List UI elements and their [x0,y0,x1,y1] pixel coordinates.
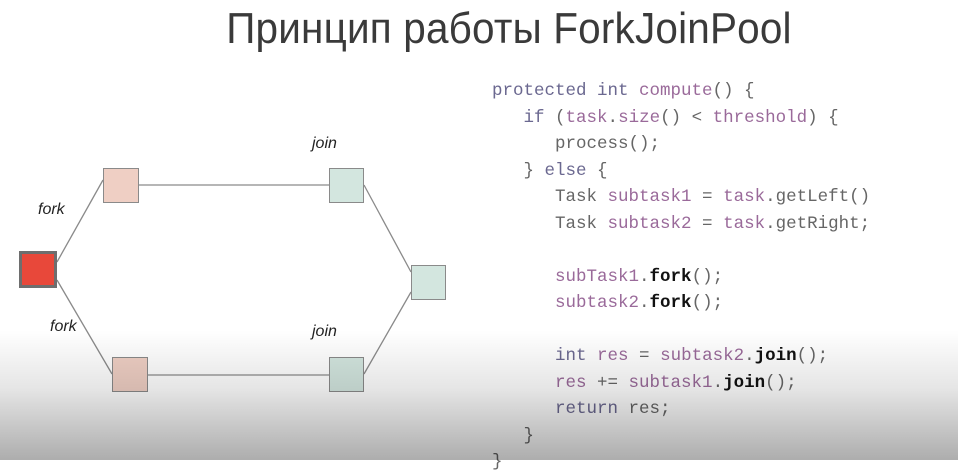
code-token: compute [639,81,713,101]
code-token: subtask2 [607,213,692,234]
code-line: process(); [492,131,870,158]
diagram-edges [56,179,412,376]
code-token: return [492,399,629,419]
code-line [492,317,870,344]
code-line: subtask2.fork(); [492,290,870,317]
code-token: subtask2 [660,346,745,366]
join-bottom-node [329,357,364,392]
code-token: subtask2 [555,293,640,313]
code-token: subtask1 [628,372,713,393]
code-token: threshold [712,107,808,128]
subtask-top-node [103,168,139,203]
code-token: else [544,160,587,181]
code-line: res += subtask1.join(); [492,370,870,397]
slide-title: Принцип работы ForkJoinPool [226,4,792,53]
join-label-bottom: join [312,323,337,340]
code-token: protected int [492,81,640,101]
code-line: } [492,449,870,476]
code-token: .getLeft() [765,187,871,207]
code-token: subtask1 [607,187,692,207]
code-line: return res; [492,396,870,423]
code-token: join [723,372,766,393]
code-token: task [565,107,608,128]
code-token: { [586,160,608,181]
code-token: ( [555,107,566,128]
subtask-bottom-node [112,357,148,392]
fork-label-bottom: fork [50,318,77,335]
code-token: = [691,213,724,234]
code-token: . [712,372,724,393]
code-token: res [597,346,629,366]
code-line: } [492,423,870,450]
code-token: fork [649,293,692,313]
code-token [492,293,555,313]
code-token: subTask1 [555,266,640,287]
code-token: . [639,293,650,313]
code-line [492,237,870,264]
code-block: protected int compute() { if (task.size(… [492,78,870,476]
code-line: subTask1.fork(); [492,264,870,291]
code-line: Task subtask2 = task.getRight; [492,211,870,238]
code-token: .getRight; [765,213,871,234]
code-token: if [492,107,556,128]
code-token: (); [796,346,829,366]
code-token: . [607,107,619,128]
code-token: (); [765,372,797,393]
code-token: } [492,452,503,472]
code-token: () { [712,81,755,101]
code-token: process(); [492,134,661,154]
edge-join-top-to-result [363,184,412,273]
code-token: Task [492,213,608,234]
code-token: . [744,346,755,366]
code-token [492,373,555,393]
code-token: fork [649,266,692,287]
join-label-top: join [312,135,337,152]
code-token: () < [660,107,713,128]
code-token: ) { [807,107,839,128]
code-token: task [723,187,766,207]
code-token: } [492,160,545,181]
code-token [492,267,555,287]
code-token: (); [691,266,724,287]
code-token: int [492,346,598,366]
code-token: join [754,346,797,366]
fork-label-top: fork [38,201,65,218]
code-token: = [691,187,724,207]
code-token: (); [691,293,724,313]
code-line: protected int compute() { [492,78,870,105]
code-token: . [639,266,650,287]
forkjoin-diagram: fork fork join join [0,0,470,460]
code-token: += [586,372,629,393]
code-token: size [618,107,661,128]
join-top-node [329,168,364,203]
code-line: } else { [492,158,870,185]
edge-root-to-top [56,179,104,263]
code-line: if (task.size() < threshold) { [492,105,870,132]
result-node [411,265,446,300]
code-token: task [723,213,766,234]
code-token: = [628,346,661,366]
code-token: res [555,372,587,393]
code-token: } [492,425,535,446]
code-line: Task subtask1 = task.getLeft() [492,184,870,211]
edge-join-bottom-to-result [363,291,412,375]
root-task-node [19,251,57,288]
code-line: int res = subtask2.join(); [492,343,870,370]
code-token: Task [492,187,608,207]
edge-root-to-bottom [56,279,113,375]
code-token: res; [628,399,671,419]
